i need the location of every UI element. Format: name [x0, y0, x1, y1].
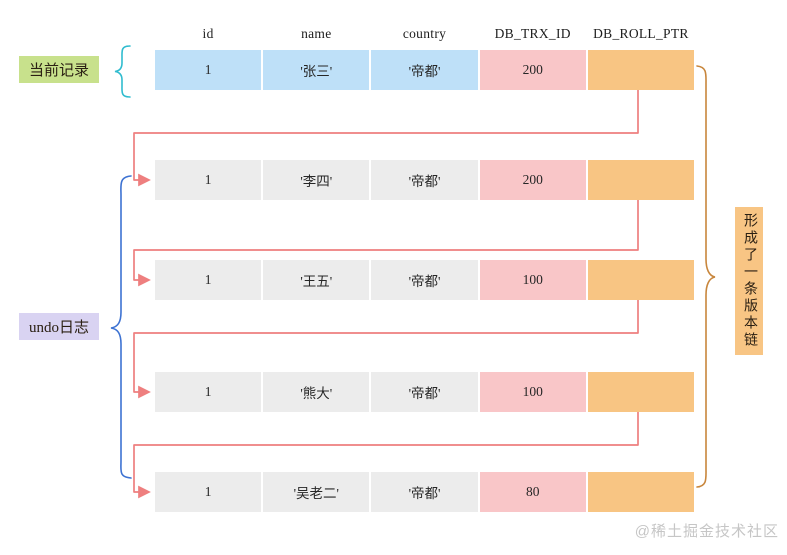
cell-name: '李四': [263, 160, 370, 200]
current-record-row: 1'张三''帝都'200: [155, 50, 695, 90]
cell-id: 1: [155, 50, 262, 90]
cell-db-roll-ptr: [587, 50, 695, 90]
cell-db-trx-id: 100: [479, 372, 586, 412]
cell-country: '帝都': [371, 160, 478, 200]
undo-log-row-4: 1'吴老二''帝都'80: [155, 472, 695, 512]
version-chain-label: 形成了一条版本链: [735, 207, 763, 355]
cell-db-roll-ptr: [587, 160, 695, 200]
cell-db-trx-id: 200: [479, 50, 586, 90]
cell-id: 1: [155, 372, 262, 412]
undo-log-row-2: 1'王五''帝都'100: [155, 260, 695, 300]
column-headers: id name country DB_TRX_ID DB_ROLL_PTR: [155, 24, 694, 44]
current-record-label: 当前记录: [19, 56, 100, 83]
cell-name: '张三': [263, 50, 370, 90]
undo-log-brace: [110, 175, 132, 479]
current-record-brace: [114, 45, 131, 98]
cell-db-trx-id: 200: [479, 160, 586, 200]
cell-country: '帝都': [371, 50, 478, 90]
cell-id: 1: [155, 160, 262, 200]
column-header-id: id: [202, 26, 214, 41]
cell-db-roll-ptr: [587, 372, 695, 412]
watermark: @稀土掘金技术社区: [634, 523, 779, 540]
cell-id: 1: [155, 260, 262, 300]
column-header-DB_TRX_ID: DB_TRX_ID: [494, 26, 571, 41]
cell-name: '吴老二': [263, 472, 370, 512]
undo-log-row-1: 1'李四''帝都'200: [155, 160, 695, 200]
cell-db-roll-ptr: [587, 260, 695, 300]
column-header-name: name: [301, 26, 332, 41]
version-chain-brace: [696, 65, 716, 488]
cell-id: 1: [155, 472, 262, 512]
cell-country: '帝都': [371, 472, 478, 512]
cell-country: '帝都': [371, 372, 478, 412]
column-header-country: country: [402, 26, 447, 41]
column-header-DB_ROLL_PTR: DB_ROLL_PTR: [593, 26, 689, 41]
cell-db-trx-id: 100: [479, 260, 586, 300]
cell-name: '王五': [263, 260, 370, 300]
cell-country: '帝都': [371, 260, 478, 300]
cell-db-roll-ptr: [587, 472, 695, 512]
cell-db-trx-id: 80: [479, 472, 586, 512]
undo-log-label: undo日志: [19, 313, 100, 340]
cell-name: '熊大': [263, 372, 370, 412]
undo-log-row-3: 1'熊大''帝都'100: [155, 372, 695, 412]
